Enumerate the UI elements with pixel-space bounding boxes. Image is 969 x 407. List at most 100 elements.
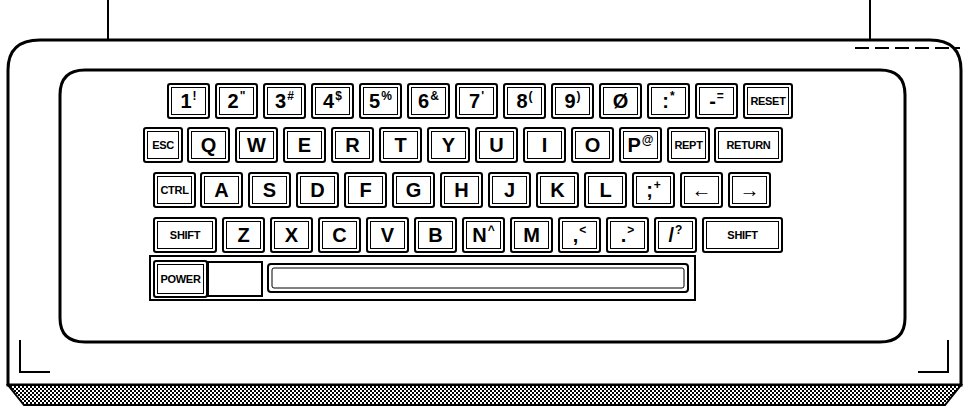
- key-shift-label: ?: [675, 224, 682, 236]
- keyboard-key: CTRL: [153, 172, 196, 208]
- key-shift-label: #: [287, 90, 294, 102]
- keyboard-key: K: [536, 172, 579, 208]
- key-shift-label: &: [430, 90, 439, 102]
- key-label: K: [550, 180, 564, 200]
- key-shift-label: <: [579, 224, 586, 236]
- keyboard-key: ,<: [558, 217, 601, 253]
- key-label: .: [621, 225, 627, 245]
- key-shift-label: @: [642, 134, 654, 146]
- keyboard-key: 2": [215, 83, 258, 119]
- keyboard-key: ;+: [632, 172, 675, 208]
- key-label: ←: [692, 180, 712, 200]
- keyboard-key: O: [571, 127, 614, 163]
- keyboard-key: POWER: [153, 260, 208, 298]
- key-label: ,: [573, 225, 579, 245]
- key-shift-label: !: [193, 90, 197, 102]
- keyboard-key: N^: [462, 217, 505, 253]
- key-label: O: [585, 135, 601, 155]
- key-label: →: [740, 180, 760, 200]
- key-shift-label: ": [240, 90, 246, 102]
- key-shift-label: +: [654, 179, 661, 191]
- keyboard-key: P@: [619, 127, 662, 163]
- key-shift-label: %: [381, 90, 392, 102]
- key-label: N: [472, 225, 486, 245]
- keyboard-key: E: [283, 127, 326, 163]
- key-label: C: [332, 225, 346, 245]
- key-label: M: [523, 225, 540, 245]
- key-label: B: [428, 225, 442, 245]
- key-label: POWER: [160, 274, 200, 285]
- key-label: 3: [275, 91, 286, 111]
- keyboard-key: M: [510, 217, 553, 253]
- keyboard-key: V: [366, 217, 409, 253]
- keyboard-key: Ø: [599, 83, 642, 119]
- key-label: Y: [442, 135, 455, 155]
- keyboard-key: Q: [187, 127, 230, 163]
- key-shift-label: ): [577, 90, 581, 102]
- key-label: W: [247, 135, 266, 155]
- key-label: RESET: [750, 96, 785, 107]
- keyboard-key: J: [488, 172, 531, 208]
- key-label: G: [406, 180, 422, 200]
- keyboard-key: R: [331, 127, 374, 163]
- keyboard-key: ←: [680, 172, 723, 208]
- key-label: 5: [369, 91, 380, 111]
- keyboard-key: →: [728, 172, 771, 208]
- key-label: D: [310, 180, 324, 200]
- keyboard-key: SHIFT: [153, 217, 217, 253]
- key-label: F: [359, 180, 371, 200]
- keyboard-key: Y: [427, 127, 470, 163]
- key-label: Z: [237, 225, 249, 245]
- keyboard-key: T: [379, 127, 422, 163]
- key-label: L: [599, 180, 611, 200]
- keyboard-key: SHIFT: [702, 217, 783, 253]
- keyboard-key: S: [248, 172, 291, 208]
- key-shift-label: ^: [488, 224, 495, 236]
- key-label: -: [709, 91, 716, 111]
- keyboard-key: 1!: [167, 83, 210, 119]
- key-shift-label: $: [335, 90, 342, 102]
- key-label: J: [504, 180, 515, 200]
- key-label: 1: [180, 91, 191, 111]
- keyboard-key: D: [296, 172, 339, 208]
- key-label: E: [298, 135, 311, 155]
- key-label: T: [394, 135, 406, 155]
- keyboard-key: RETURN: [714, 127, 783, 163]
- keyboard-key: 7': [455, 83, 498, 119]
- key-label: RETURN: [726, 140, 770, 151]
- key-shift-label: =: [717, 90, 724, 102]
- key-shift-label: *: [670, 90, 675, 102]
- key-label: Q: [201, 135, 217, 155]
- keyboard-key: 3#: [263, 83, 306, 119]
- keyboard-key: ESC: [143, 127, 183, 163]
- key-label: 9: [564, 91, 575, 111]
- keyboard-key: A: [200, 172, 243, 208]
- keyboard-key: RESET: [743, 83, 793, 119]
- key-shift-label: ': [481, 90, 484, 102]
- keyboard-key: L: [584, 172, 627, 208]
- key-label: 4: [323, 91, 334, 111]
- keyboard-key: .>: [606, 217, 649, 253]
- key-label: REPT: [674, 140, 702, 151]
- keyboard-key: 4$: [311, 83, 354, 119]
- keyboard-key: :*: [647, 83, 690, 119]
- key-label: :: [662, 91, 669, 111]
- keyboard-key: B: [414, 217, 457, 253]
- keyboard-key: REPT: [667, 127, 710, 163]
- key-label: H: [454, 180, 468, 200]
- key-label: U: [489, 135, 503, 155]
- key-label: 6: [418, 91, 429, 111]
- key-shift-label: (: [529, 90, 533, 102]
- keyboard-key: 9): [551, 83, 594, 119]
- key-label: V: [381, 225, 394, 245]
- key-label: 2: [228, 91, 239, 111]
- keyboard-key: U: [475, 127, 518, 163]
- key-label: 8: [516, 91, 527, 111]
- key-label: 7: [469, 91, 480, 111]
- key-label: ESC: [152, 140, 174, 151]
- keyboard-key: I: [523, 127, 566, 163]
- keyboard-key: 8(: [503, 83, 546, 119]
- key-label: P: [627, 135, 640, 155]
- key-label: R: [345, 135, 359, 155]
- key-label: SHIFT: [170, 230, 200, 241]
